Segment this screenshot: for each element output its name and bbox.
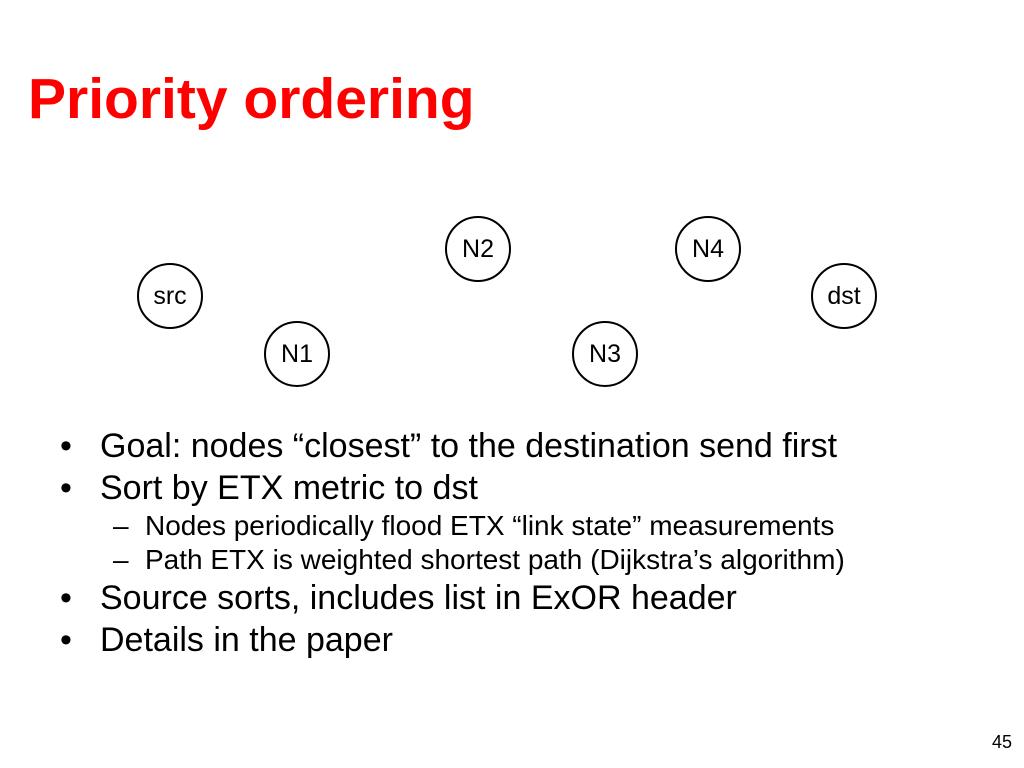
bullet-marker: • xyxy=(60,427,72,465)
bullet-text: Sort by ETX metric to dst xyxy=(100,469,478,507)
bullet-item: • Goal: nodes “closest” to the destinati… xyxy=(0,425,1024,467)
bullet-text: Goal: nodes “closest” to the destination… xyxy=(100,427,838,465)
bullet-marker: • xyxy=(60,621,72,659)
sub-bullet-marker: – xyxy=(113,544,129,575)
node-label: N1 xyxy=(281,339,313,368)
page-number: 45 xyxy=(991,732,1012,752)
sub-bullet-text: Nodes periodically flood ETX “link state… xyxy=(145,510,835,541)
bullet-item: • Source sorts, includes list in ExOR he… xyxy=(0,577,1024,619)
sub-bullet-marker: – xyxy=(113,510,129,541)
node-label: dst xyxy=(827,281,861,310)
sub-bullet-item: – Nodes periodically flood ETX “link sta… xyxy=(0,509,1024,543)
sub-bullet-item: – Path ETX is weighted shortest path (Di… xyxy=(0,543,1024,577)
slide-title: Priority ordering xyxy=(28,67,475,131)
node-n2: N2 xyxy=(445,216,511,282)
node-n4: N4 xyxy=(675,216,741,282)
bullet-marker: • xyxy=(60,579,72,617)
bullet-marker: • xyxy=(60,469,72,507)
sub-bullet-text: Path ETX is weighted shortest path (Dijk… xyxy=(145,544,845,575)
node-n1: N1 xyxy=(264,321,330,387)
node-n3: N3 xyxy=(572,321,638,387)
node-label: src xyxy=(153,281,187,310)
node-dst: dst xyxy=(811,263,877,329)
bullet-item: • Sort by ETX metric to dst xyxy=(0,467,1024,509)
bullet-text: Source sorts, includes list in ExOR head… xyxy=(100,579,737,617)
bullet-item: • Details in the paper xyxy=(0,619,1024,661)
node-src: src xyxy=(137,263,203,329)
node-label: N2 xyxy=(462,234,494,263)
node-label: N4 xyxy=(692,234,724,263)
bullet-list: • Goal: nodes “closest” to the destinati… xyxy=(0,425,1024,661)
node-label: N3 xyxy=(589,339,621,368)
network-diagram: src N1 N2 N3 N4 dst xyxy=(137,216,877,387)
bullet-text: Details in the paper xyxy=(100,621,393,659)
